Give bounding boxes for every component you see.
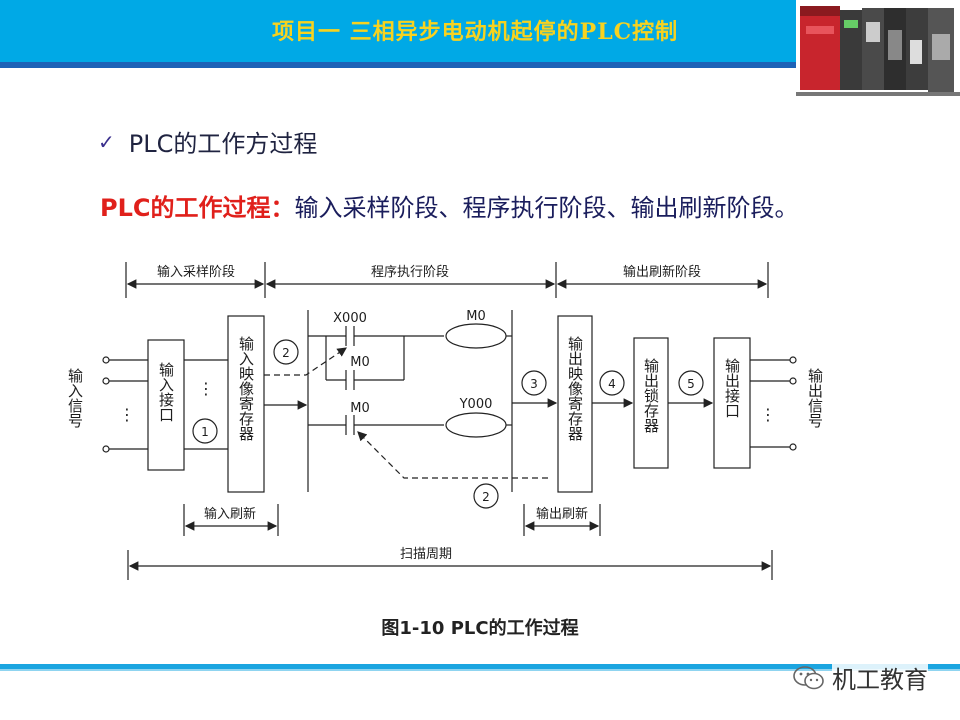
step-5-marker: 5 bbox=[687, 377, 695, 391]
step-2-marker-b: 2 bbox=[482, 490, 490, 504]
ellipsis-input: ⋮ bbox=[119, 405, 135, 424]
footer-bar-accent bbox=[0, 669, 960, 671]
summary-label: PLC的工作过程： bbox=[100, 194, 295, 222]
output-signal-label: 输出信号 bbox=[806, 368, 824, 428]
phase-output-label: 输出刷新阶段 bbox=[623, 264, 701, 280]
phase-program-label: 程序执行阶段 bbox=[371, 265, 449, 280]
output-latch-label: 输出锁存器 bbox=[642, 358, 660, 433]
ellipsis-output: ⋮ bbox=[760, 405, 776, 424]
input-refresh-label: 输入刷新 bbox=[204, 506, 256, 522]
step-1-marker: 1 bbox=[201, 425, 209, 439]
contact-x000-label: X000 bbox=[333, 311, 367, 326]
plc-process-diagram: 输入采样阶段 程序执行阶段 输出刷新阶段 X000 M0 M0 M0 Y000 … bbox=[66, 262, 824, 580]
summary-text: 输入采样阶段、程序执行阶段、输出刷新阶段。 bbox=[294, 194, 799, 222]
contact-m0-label: M0 bbox=[350, 355, 370, 370]
output-image-register-label: 输出映像寄存器 bbox=[566, 336, 584, 441]
step-3-marker: 3 bbox=[530, 377, 538, 391]
contact-m0-label-2: M0 bbox=[350, 401, 370, 416]
bullet-text: PLC的工作方过程 bbox=[128, 130, 318, 158]
scan-cycle-label: 扫描周期 bbox=[400, 547, 452, 562]
step-4-marker: 4 bbox=[608, 377, 616, 391]
input-image-register-label: 输入映像寄存器 bbox=[237, 336, 255, 441]
brand-watermark: 机工教育 bbox=[792, 660, 928, 695]
coil-y000-label: Y000 bbox=[459, 397, 493, 412]
brand-name: 机工教育 bbox=[832, 660, 928, 695]
header-divider bbox=[0, 62, 960, 68]
checkmark-icon: ✓ bbox=[98, 129, 115, 154]
phase-input-label: 输入采样阶段 bbox=[157, 264, 235, 280]
coil-m0-label: M0 bbox=[466, 309, 486, 324]
footer-bar bbox=[0, 664, 960, 669]
output-interface-label: 输出接口 bbox=[723, 358, 741, 418]
wechat-icon bbox=[793, 665, 824, 689]
ellipsis-interface: ⋮ bbox=[198, 379, 214, 398]
process-summary: PLC的工作过程：输入采样阶段、程序执行阶段、输出刷新阶段。 bbox=[100, 188, 799, 223]
input-interface-label: 输入接口 bbox=[157, 362, 175, 422]
step-2-marker: 2 bbox=[282, 346, 290, 360]
input-signal-label: 输入信号 bbox=[66, 368, 84, 428]
figure-caption: 图1-10 PLC的工作过程 bbox=[381, 618, 579, 639]
bullet-heading: ✓ PLC的工作方过程 bbox=[98, 124, 317, 159]
output-refresh-label: 输出刷新 bbox=[536, 506, 588, 522]
plc-hardware-image bbox=[796, 0, 960, 104]
slide-header-title: 项目一 三相异步电动机起停的PLC控制 bbox=[272, 19, 679, 45]
